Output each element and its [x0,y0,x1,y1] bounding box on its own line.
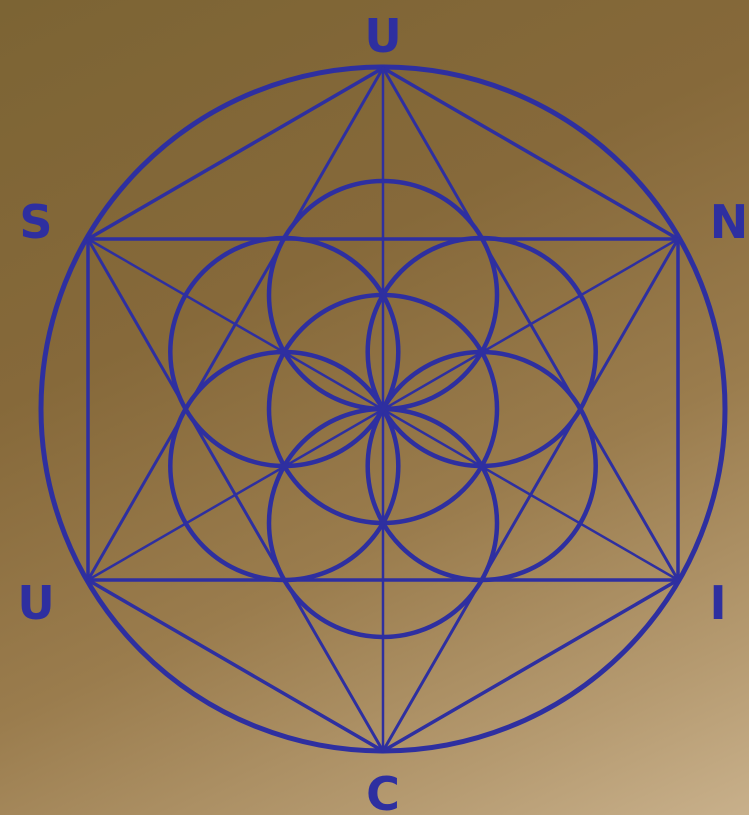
hexagon-edge-1 [383,68,678,239]
vertex-letter-lower-left: U [17,576,54,630]
vertex-letter-top: U [364,9,401,63]
hexagon-edge-4 [88,580,383,751]
vertex-letter-upper-left: S [19,195,52,249]
vertex-letter-upper-right: N [710,195,749,249]
vertex-letter-bottom: C [366,767,400,815]
hexagon-edge-3 [383,580,678,751]
vertex-letter-lower-right: I [709,576,726,630]
hexagon-edge-6 [88,68,383,239]
